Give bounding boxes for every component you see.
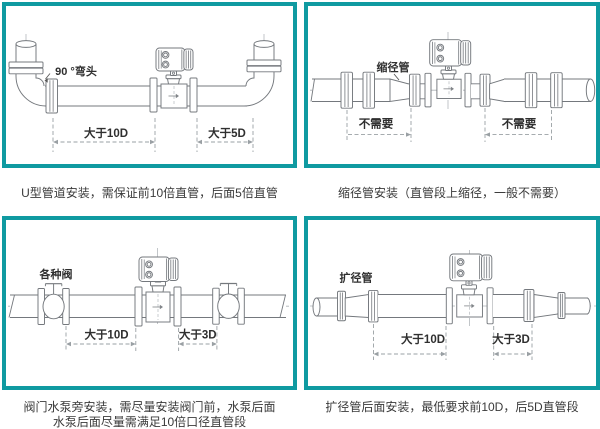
svg-text:缩径管: 缩径管 [377, 60, 410, 74]
svg-text:90 °弯头: 90 °弯头 [55, 64, 97, 78]
svg-text:大于3D: 大于3D [492, 332, 530, 346]
svg-text:大于3D: 大于3D [179, 328, 217, 342]
svg-text:各种阀: 各种阀 [39, 267, 73, 281]
svg-text:不需要: 不需要 [359, 118, 394, 131]
svg-text:大于10D: 大于10D [84, 328, 128, 342]
svg-text:大于10D: 大于10D [84, 126, 128, 140]
svg-text:扩径管: 扩径管 [340, 271, 373, 285]
svg-text:大于10D: 大于10D [401, 332, 445, 346]
svg-text:不需要: 不需要 [502, 118, 537, 131]
svg-text:大于5D: 大于5D [208, 126, 246, 140]
